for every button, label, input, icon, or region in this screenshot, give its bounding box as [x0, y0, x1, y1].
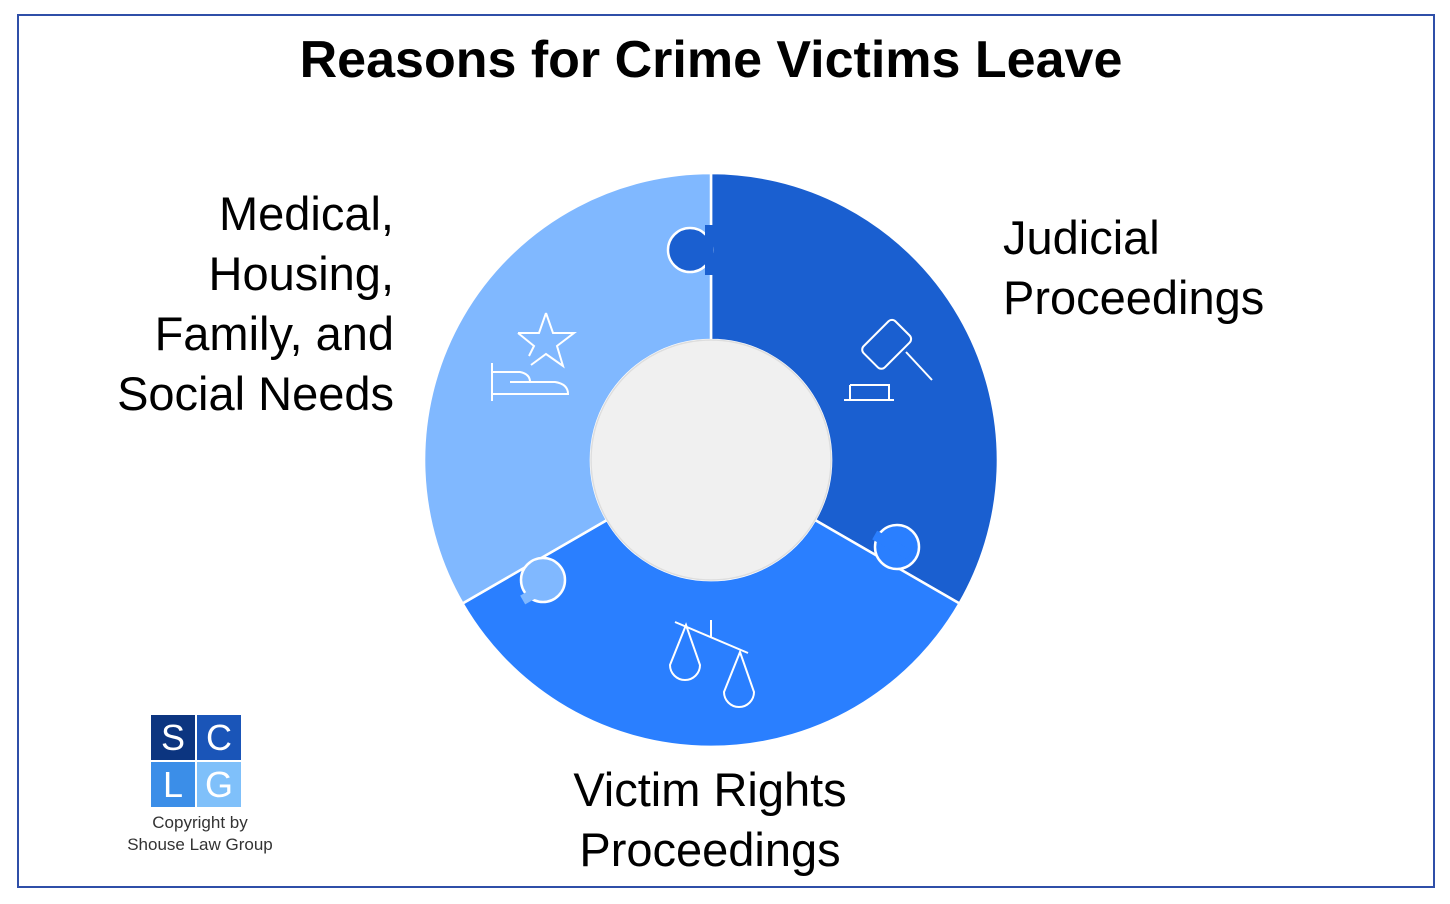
- label-line: Family, and: [154, 307, 394, 360]
- copyright-text: Copyright by Shouse Law Group: [100, 812, 300, 856]
- copyright-line: Shouse Law Group: [127, 835, 273, 854]
- logo-letter: S: [151, 715, 195, 760]
- label-line: Victim Rights: [573, 763, 847, 816]
- hand-star-icon: [491, 312, 577, 401]
- diagram-frame: [17, 14, 1435, 888]
- label-line: Social Needs: [117, 367, 394, 420]
- label-victim-rights: Victim Rights Proceedings: [560, 760, 860, 880]
- scales-icon: [668, 620, 756, 708]
- center-circle: [590, 339, 832, 581]
- diagram-title: Reasons for Crime Victims Leave: [299, 31, 1123, 89]
- logo-letter: L: [151, 762, 195, 807]
- sclg-logo: S C L G: [151, 715, 241, 809]
- label-line: Housing,: [208, 247, 395, 300]
- label-medical-social: Medical, Housing, Family, and Social Nee…: [117, 184, 394, 424]
- label-line: Proceedings: [1003, 271, 1265, 324]
- logo-letter: C: [197, 715, 241, 760]
- gavel-icon: [844, 318, 933, 401]
- logo-letter: G: [197, 762, 241, 807]
- copyright-line: Copyright by: [152, 813, 248, 832]
- label-line: Medical,: [218, 187, 394, 240]
- label-line: Proceedings: [579, 823, 841, 876]
- label-line: Judicial: [1003, 211, 1160, 264]
- label-judicial: Judicial Proceedings: [1003, 208, 1264, 328]
